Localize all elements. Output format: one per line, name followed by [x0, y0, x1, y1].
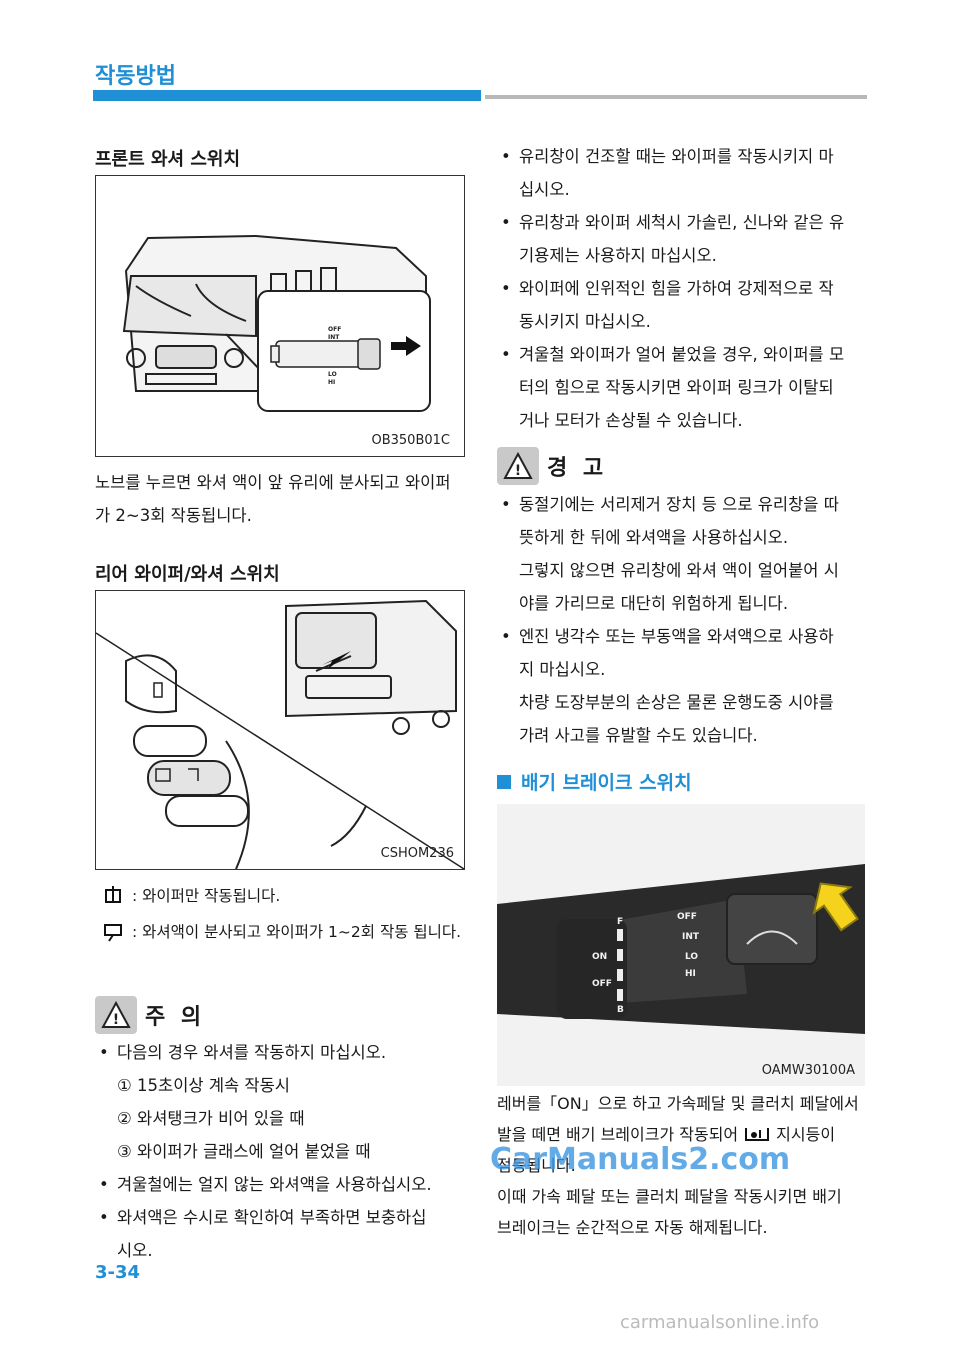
- desc-line: 레버를「ON」으로 하고 가속페달 및 클러치 페달에서: [497, 1094, 859, 1113]
- note-line: 동시키지 마십시오.: [519, 312, 651, 331]
- exhaust-brake-title: 배기 브레이크 스위치: [521, 772, 692, 794]
- note-line: 겨울철 와이퍼가 얼어 붙었을 경우, 와이퍼를 모: [519, 345, 845, 364]
- note-item: 겨울철 와이퍼가 얼어 붙었을 경우, 와이퍼를 모 터의 힘으로 작동시키면 …: [497, 338, 877, 437]
- note-line: 유리창이 건조할 때는 와이퍼를 작동시키지 마: [519, 147, 834, 166]
- caution-subitem: ① 15초이상 계속 작동시: [117, 1076, 290, 1095]
- lever-label-on: ON: [592, 952, 607, 962]
- exhaust-brake-description: 레버를「ON」으로 하고 가속페달 및 클러치 페달에서 발을 떼면 배기 브레…: [497, 1088, 877, 1243]
- note-item: 유리창이 건조할 때는 와이퍼를 작동시키지 마 십시오.: [497, 140, 877, 206]
- caution-header: ! 주 의: [95, 996, 205, 1034]
- desc-line: 발을 떼면 배기 브레이크가 작동되어 지시등이: [497, 1119, 877, 1150]
- header-bar-gray: [485, 95, 867, 99]
- front-washer-description: 노브를 누르면 와셔 액이 앞 유리에 분사되고 와이퍼 가 2~3회 작동됩니…: [95, 466, 475, 532]
- desc-line: 브레이크는 순간적으로 자동 해제됩니다.: [497, 1218, 768, 1237]
- exhaust-brake-indicator-icon: [745, 1127, 770, 1141]
- lever-label-lo: LO: [685, 952, 698, 962]
- lever-label-hi: HI: [685, 969, 696, 979]
- rear-wiper-figure: CSHOM236: [95, 590, 465, 870]
- note-item: 유리창과 와이퍼 세척시 가솔린, 신나와 같은 유 기용제는 사용하지 마십시…: [497, 206, 877, 272]
- legend-row: : 와이퍼만 작동됩니다.: [102, 880, 461, 910]
- warning-line: 그렇지 않으면 유리창에 와셔 액이 얼어붙어 시: [519, 561, 839, 580]
- caution-item: 와셔액은 수시로 확인하여 부족하면 보충하십: [95, 1201, 475, 1234]
- yellow-arrow-icon: [812, 882, 859, 932]
- warning-line: 동절기에는 서리제거 장치 등 으로 유리창을 따: [519, 495, 839, 514]
- caution-item: 겨울철에는 얼지 않는 와셔액을 사용하십시오.: [95, 1168, 475, 1201]
- note-line: 터의 힘으로 작동시키면 와이퍼 링크가 이탈되: [519, 378, 834, 397]
- section-title: 작동방법: [95, 64, 176, 89]
- front-washer-heading: 프론트 와셔 스위치: [95, 149, 241, 170]
- svg-text:!: !: [113, 1012, 119, 1028]
- caution-item-text: 겨울철에는 얼지 않는 와셔액을 사용하십시오.: [117, 1175, 432, 1194]
- warning-line: 야를 가리므로 대단히 위험하게 됩니다.: [519, 594, 789, 613]
- desc-line: 점등됩니다.: [497, 1156, 576, 1175]
- caution-item-continuation: 시오.: [117, 1241, 153, 1260]
- warning-item: 엔진 냉각수 또는 부동액을 와셔액으로 사용하 지 마십시오. 차량 도장부분…: [497, 620, 877, 752]
- note-line: 와이퍼에 인위적인 힘을 가하여 강제적으로 작: [519, 279, 834, 298]
- lever-label-b: B: [617, 1005, 624, 1015]
- front-washer-figure: OFF INT LO HI OB350B01C: [95, 175, 465, 457]
- caution-subitem: ③ 와이퍼가 글래스에 얼어 붙었을 때: [117, 1142, 371, 1161]
- figure-code: OB350B01C: [371, 433, 450, 448]
- lever-label-int: INT: [682, 932, 700, 942]
- watermark: CarManuals2.com: [490, 1142, 791, 1177]
- lever-label-f: F: [617, 917, 623, 927]
- figure-code: OAMW30100A: [761, 1063, 855, 1078]
- desc-text: 발을 떼면 배기 브레이크가 작동되어: [497, 1125, 739, 1144]
- footer-site: carmanualsonline.info: [620, 1312, 820, 1333]
- caution-subitem: ② 와셔탱크가 비어 있을 때: [117, 1109, 305, 1128]
- desc-line: 노브를 누르면 와셔 액이 앞 유리에 분사되고 와이퍼: [95, 473, 451, 492]
- rear-switch-illustration: [96, 599, 464, 869]
- note-line: 십시오.: [519, 180, 570, 199]
- warning-triangle-icon: !: [95, 996, 137, 1034]
- warning-line: 가려 사고를 유발할 수도 있습니다.: [519, 726, 758, 745]
- exhaust-brake-heading: 배기 브레이크 스위치: [497, 768, 692, 795]
- warning-item: 동절기에는 서리제거 장치 등 으로 유리창을 따 뜻하게 한 뒤에 와셔액을 …: [497, 488, 877, 620]
- rear-wiper-icon: [105, 886, 121, 903]
- caution-label: 주 의: [145, 1005, 206, 1030]
- warning-line: 뜻하게 한 뒤에 와셔액을 사용하십시오.: [519, 528, 789, 547]
- section-square-icon: [497, 774, 511, 789]
- svg-text:!: !: [515, 463, 521, 479]
- rear-washer-icon: [104, 924, 122, 942]
- lever-label-hi: HI: [328, 379, 335, 386]
- push-arrow-icon: [391, 336, 421, 356]
- caution-list: 다음의 경우 와셔를 작동하지 마십시오. ① 15초이상 계속 작동시 ② 와…: [95, 1036, 475, 1267]
- figure-code: CSHOM236: [380, 846, 454, 861]
- warning-label: 경 고: [547, 456, 608, 481]
- lever-label-off-2: OFF: [592, 979, 612, 989]
- warning-triangle-icon: !: [497, 447, 539, 485]
- wiper-notes-list: 유리창이 건조할 때는 와이퍼를 작동시키지 마 십시오. 유리창과 와이퍼 세…: [497, 140, 877, 437]
- exhaust-brake-figure: OFF INT LO HI ON OFF F B OAMW30100A: [497, 804, 865, 1086]
- warning-line: 차량 도장부분의 손상은 물론 운행도중 시야를: [519, 693, 834, 712]
- caution-item: 다음의 경우 와셔를 작동하지 마십시오.: [95, 1036, 475, 1069]
- caution-item-text: 다음의 경우 와셔를 작동하지 마십시오.: [117, 1043, 387, 1062]
- warning-list: 동절기에는 서리제거 장치 등 으로 유리창을 따 뜻하게 한 뒤에 와셔액을 …: [497, 488, 877, 752]
- page-number: 3-34: [95, 1262, 141, 1283]
- legend-row: : 와셔액이 분사되고 와이퍼가 1~2회 작동 됩니다.: [102, 916, 461, 946]
- legend-text: : 와셔액이 분사되고 와이퍼가 1~2회 작동 됩니다.: [132, 923, 462, 941]
- note-item: 와이퍼에 인위적인 힘을 가하여 강제적으로 작 동시키지 마십시오.: [497, 272, 877, 338]
- warning-line: 엔진 냉각수 또는 부동액을 와셔액으로 사용하: [519, 627, 834, 646]
- desc-line: 이때 가속 페달 또는 클러치 페달을 작동시키면 배기: [497, 1187, 842, 1206]
- rear-wiper-heading: 리어 와이퍼/와셔 스위치: [95, 564, 280, 585]
- legend-text: : 와이퍼만 작동됩니다.: [132, 887, 281, 905]
- exhaust-lever-photo: OFF INT LO HI ON OFF F B: [497, 804, 865, 1086]
- caution-item-text: 와셔액은 수시로 확인하여 부족하면 보충하십: [117, 1208, 427, 1227]
- note-line: 기용제는 사용하지 마십시오.: [519, 246, 717, 265]
- lever-label-lo: LO: [328, 371, 337, 378]
- bus-lever-illustration: OFF INT LO HI: [122, 234, 431, 412]
- warning-header: ! 경 고: [497, 447, 607, 485]
- header-bar-blue: [93, 90, 481, 101]
- note-line: 유리창과 와이퍼 세척시 가솔린, 신나와 같은 유: [519, 213, 845, 232]
- lever-label-int: INT: [328, 334, 340, 341]
- lever-label-off: OFF: [328, 326, 341, 333]
- desc-text: 지시등이: [776, 1125, 836, 1144]
- desc-line: 가 2~3회 작동됩니다.: [95, 506, 252, 525]
- lever-label-off: OFF: [677, 912, 697, 922]
- rear-legend: : 와이퍼만 작동됩니다. : 와셔액이 분사되고 와이퍼가 1~2회 작동 됩…: [102, 880, 461, 946]
- warning-line: 지 마십시오.: [519, 660, 606, 679]
- note-line: 거나 모터가 손상될 수 있습니다.: [519, 411, 743, 430]
